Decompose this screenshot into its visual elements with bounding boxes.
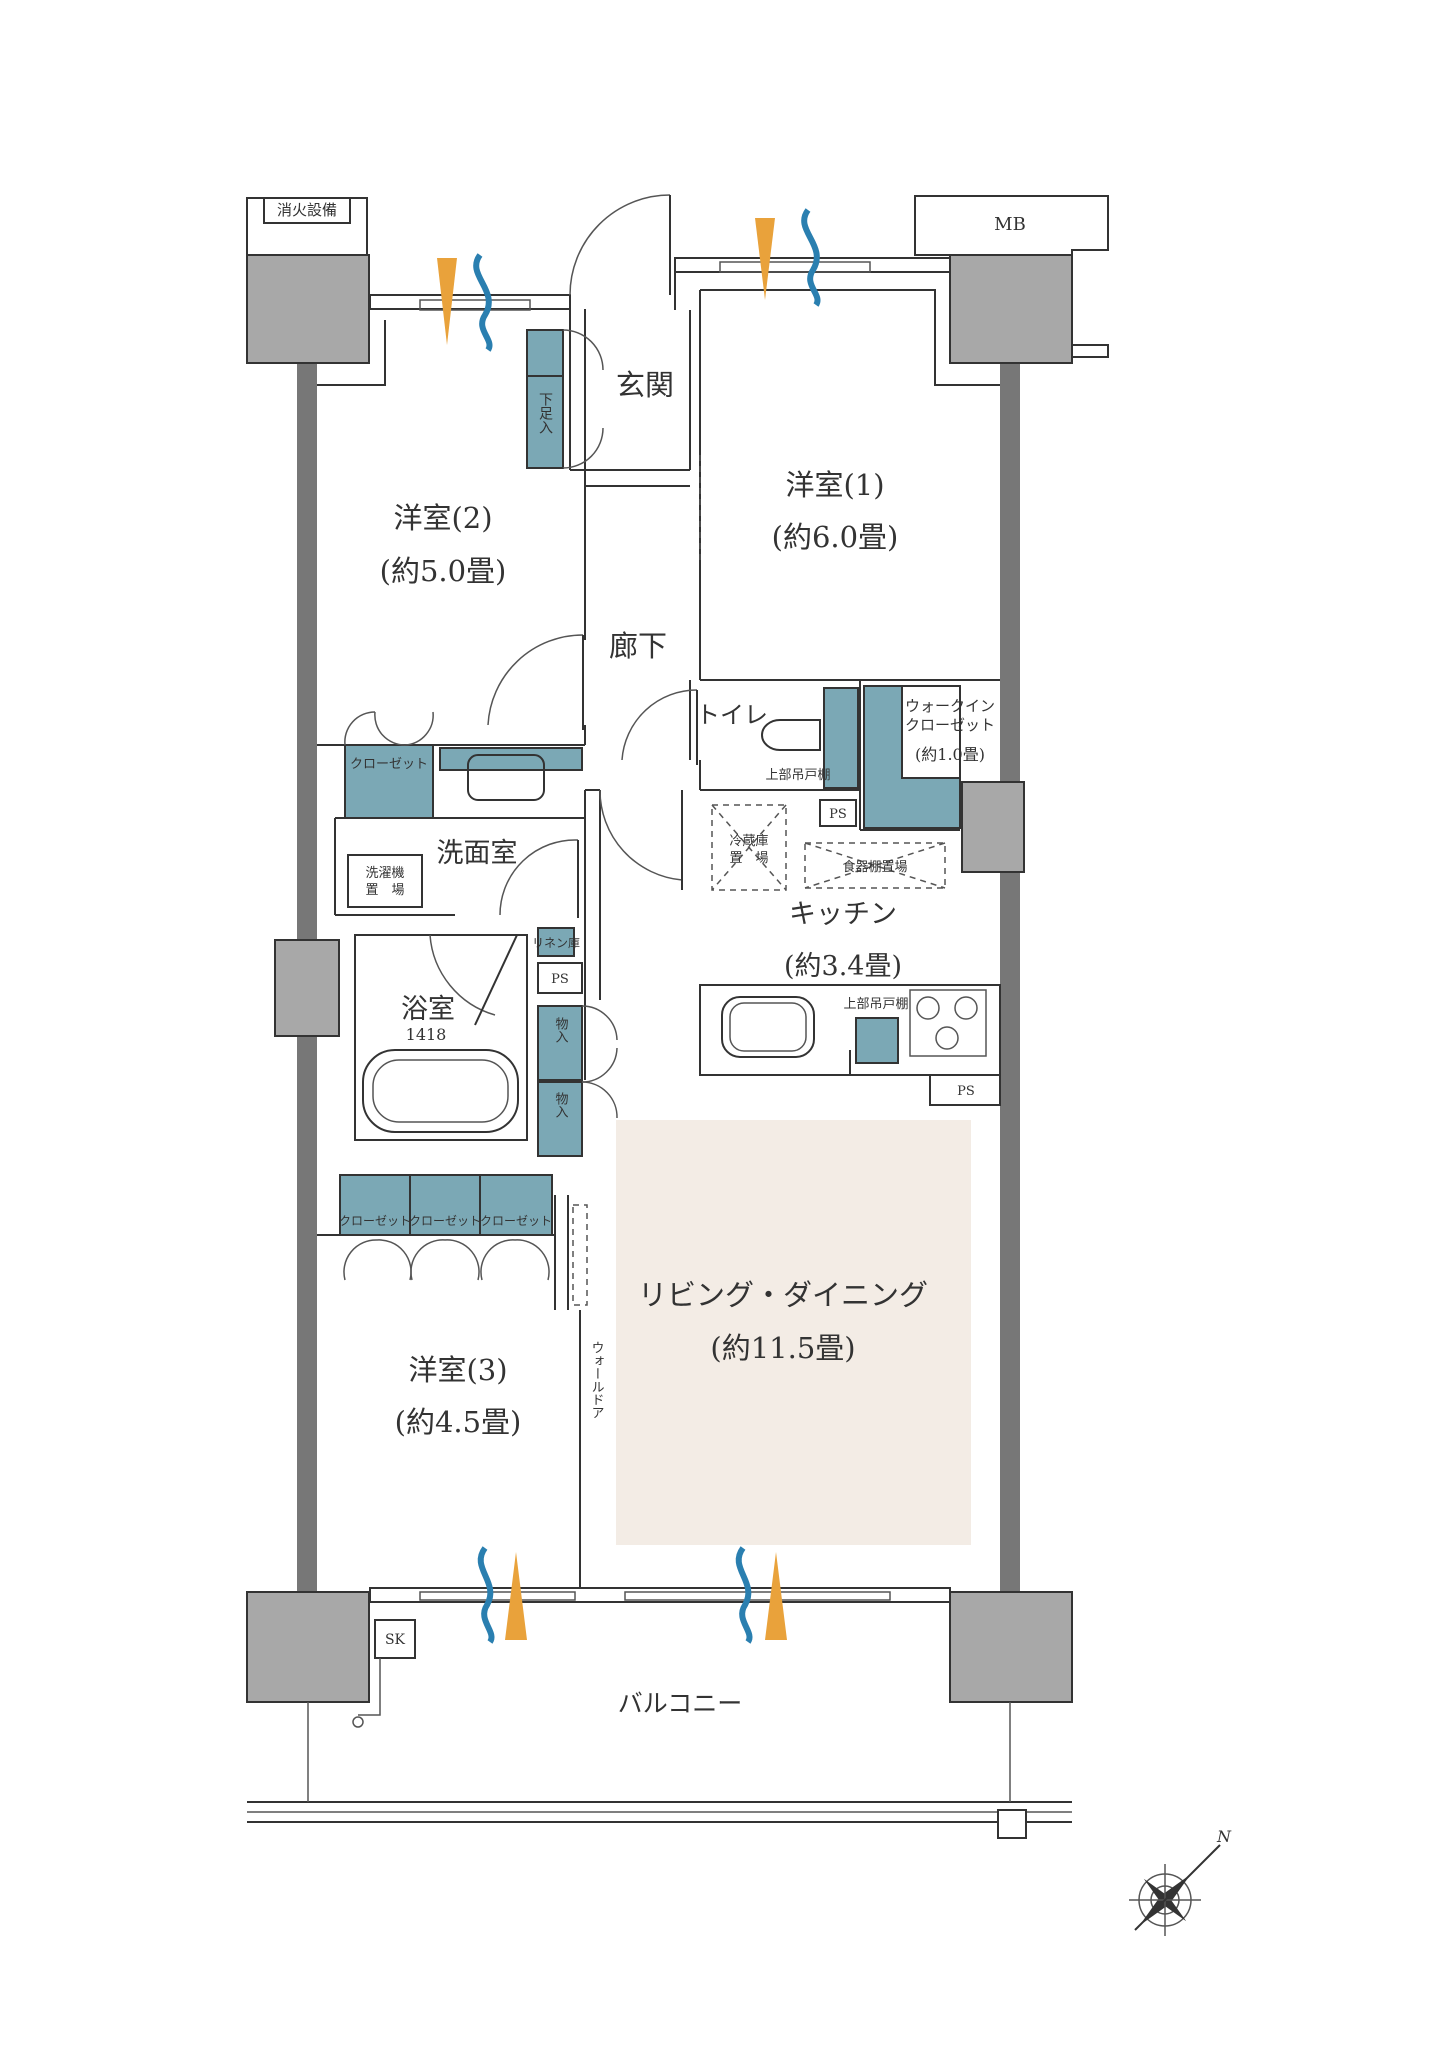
hallway-label: 廊下	[609, 629, 667, 663]
wind-indicators	[437, 208, 821, 1644]
kitchen-fixtures	[721, 989, 987, 1058]
wind-blue-top-right	[801, 208, 821, 307]
room1-size: (約6.0畳)	[772, 520, 899, 554]
sk-label: SK	[385, 1632, 406, 1648]
window-living	[624, 1591, 891, 1601]
pillar-mid-right	[961, 781, 1025, 873]
window-room2	[419, 299, 531, 311]
closet-room3-label-a: クローゼット	[339, 1214, 411, 1228]
kitchen-size: (約3.4畳)	[784, 951, 902, 982]
washer-space	[347, 854, 423, 908]
wall-door-label: ウォールドア	[589, 1341, 604, 1419]
kitchen-upper-shelf	[855, 1017, 899, 1064]
closet-room3-c	[479, 1174, 553, 1236]
washroom-shelf	[439, 747, 583, 771]
wind-orange-bottom-right	[765, 1552, 787, 1640]
kitchen-upper-shelf-label: 上部吊戸棚	[843, 997, 908, 1012]
ps-label-living: PS	[957, 1084, 975, 1099]
washer-label-1: 洗濯機	[365, 866, 404, 881]
room2-name: 洋室(2)	[393, 501, 492, 535]
storage-areas	[339, 329, 961, 1236]
fire-equipment-label: 消火設備	[277, 201, 337, 219]
compass-rose: N	[1129, 1827, 1232, 1936]
washroom-label: 洗面室	[437, 838, 518, 869]
mb-box: MB	[914, 195, 1109, 358]
pillar-bottom-left	[246, 1591, 370, 1703]
storage-label-lower: 物入	[553, 1092, 569, 1118]
bathroom-size: 1418	[406, 1025, 447, 1044]
room3-name: 洋室(3)	[408, 1353, 507, 1387]
drain-box	[997, 1809, 1027, 1839]
fridge-label-2: 置 場	[729, 851, 768, 866]
wind-orange-top-right	[755, 218, 775, 300]
toilet-shelf	[823, 687, 859, 789]
kitchen-label: キッチン	[789, 899, 897, 930]
sanitary-fixtures	[347, 719, 821, 1133]
doors	[343, 194, 698, 1281]
bathroom-label: 浴室	[401, 994, 455, 1025]
window-room1	[719, 261, 871, 273]
windows	[419, 261, 891, 1601]
closet-room3-a	[339, 1174, 411, 1236]
shoe-box-label: 下足入	[537, 392, 553, 434]
fixture-labels: 下足入 クローゼット 上部吊戸棚 PS 冷蔵庫 置 場 食器棚置場 洗濯機 置 …	[339, 392, 975, 1648]
ps-label-wash: PS	[551, 972, 569, 987]
wind-blue-bottom-right	[735, 1546, 753, 1644]
window-room3	[419, 1591, 576, 1601]
closet-room2	[344, 744, 434, 819]
cupboard-label: 食器棚置場	[842, 859, 907, 875]
fire-equipment-box: 消火設備	[246, 197, 368, 256]
pillar-top-right	[949, 254, 1073, 364]
bathtub	[362, 1049, 519, 1133]
washer-label-2: 置 場	[365, 883, 404, 898]
toilet-upper-shelf-label: 上部吊戸棚	[765, 768, 830, 783]
shoe-box	[526, 329, 564, 469]
compass-north-label: N	[1216, 1827, 1232, 1846]
room2-size: (約5.0畳)	[380, 554, 507, 588]
entrance-label: 玄関	[616, 368, 674, 402]
pillar-mid-left	[274, 939, 340, 1037]
toilet-label: トイレ	[696, 701, 768, 729]
fridge-label-1: 冷蔵庫	[729, 834, 768, 849]
pillar-top-left	[246, 254, 370, 364]
sink	[721, 996, 815, 1058]
sk-box	[374, 1619, 416, 1659]
pillars	[246, 254, 1073, 1703]
living-size: (約11.5畳)	[710, 1331, 855, 1365]
wind-orange-top-left	[437, 258, 457, 345]
living-label: リビング・ダイニング	[638, 1278, 928, 1312]
closet-room3-label-c: クローゼット	[480, 1214, 552, 1228]
walkin-label-1: ウォークイン	[905, 697, 995, 715]
mb-label: MB	[994, 214, 1026, 235]
living-floor	[616, 1120, 971, 1545]
room3-size: (約4.5畳)	[395, 1405, 522, 1439]
pillar-bottom-right	[949, 1591, 1073, 1703]
storage-lower	[537, 1081, 583, 1157]
linen-label: リネン庫	[532, 936, 580, 950]
closet-room3-label-b: クローゼット	[409, 1214, 481, 1228]
wind-blue-top-left	[473, 253, 493, 352]
top-wall-left	[369, 294, 571, 310]
interior-walls	[317, 272, 1001, 1588]
closet-room2-label: クローゼット	[350, 757, 428, 772]
wall-door-track	[572, 1204, 588, 1306]
wind-orange-bottom-left	[505, 1552, 527, 1640]
stove	[909, 989, 987, 1057]
ps-label-kitchen: PS	[829, 807, 847, 822]
balcony-area	[247, 1619, 1072, 1839]
walkin-label-2: クローゼット	[905, 716, 995, 734]
linen-closet	[537, 927, 575, 957]
toilet-bowl	[761, 719, 821, 751]
storage-upper	[537, 1005, 583, 1081]
walkin-size: (約1.0畳)	[915, 745, 985, 764]
room1-name: 洋室(1)	[785, 468, 884, 502]
wash-basin	[467, 754, 545, 801]
storage-label-upper: 物入	[553, 1017, 569, 1043]
wind-blue-bottom-left	[477, 1546, 495, 1644]
closet-room3-b	[409, 1174, 481, 1236]
right-exterior-wall	[1000, 360, 1020, 1595]
balcony-label: バルコニー	[618, 1689, 743, 1718]
room-labels: 洋室(1) (約6.0畳) 洋室(2) (約5.0畳) 洋室(3) (約4.5畳…	[380, 368, 995, 1718]
